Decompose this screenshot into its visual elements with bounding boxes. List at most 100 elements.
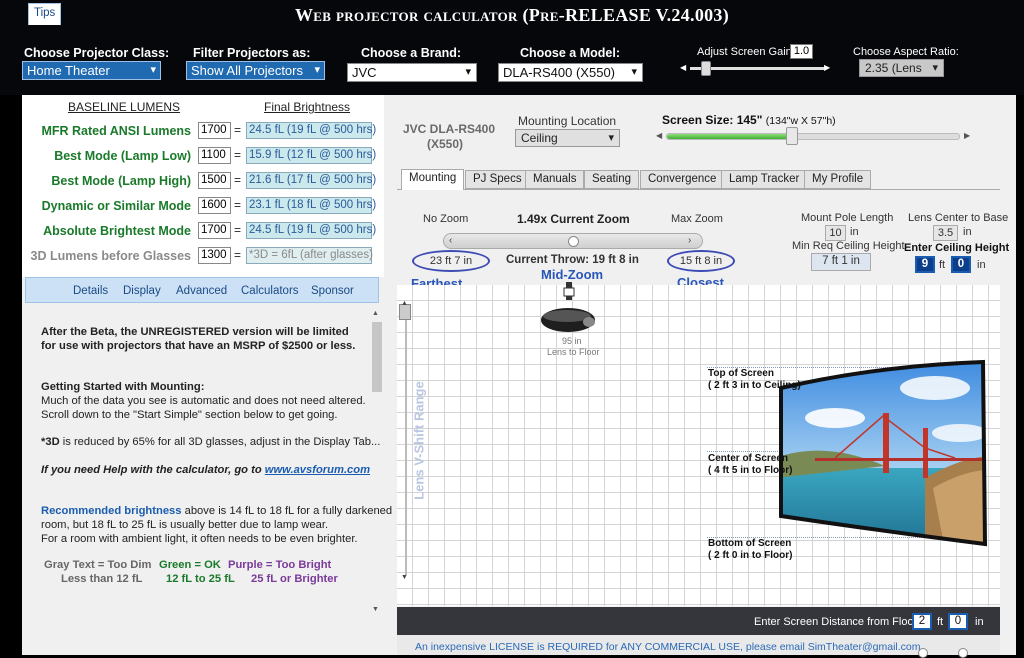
footer [397, 635, 1000, 655]
equals-sign: = [234, 198, 242, 212]
screen-size-left-arrow-icon[interactable]: ◀ [656, 131, 663, 140]
mounting-location-select[interactable]: Ceiling [515, 129, 620, 147]
lens-center-input[interactable]: 3.5 [933, 225, 958, 241]
lumens-row-label: Best Mode (Lamp Low) [54, 149, 191, 163]
screen-distance-inches-input[interactable]: 0 [948, 613, 968, 630]
vshift-up-icon[interactable]: ▲ [401, 300, 408, 307]
ceiling-feet-input[interactable]: 9 [915, 256, 935, 273]
gain-slider-thumb[interactable] [701, 61, 712, 76]
tab-advanced[interactable]: Advanced [176, 285, 228, 297]
recommended-text: above is 14 fL to 18 fL for a fully dark… [181, 505, 393, 517]
min-ceiling-value: 7 ft 1 in [811, 253, 871, 271]
left-tab-bar [25, 277, 379, 303]
closest-throw-value: 15 ft 8 in [667, 250, 735, 272]
ceiling-inches-input[interactable]: 0 [951, 256, 971, 273]
radio-1[interactable] [918, 648, 928, 658]
equals-sign: = [234, 148, 242, 162]
lumens-row: Absolute Brightest Mode 1700 = 24.5 fL (… [22, 222, 384, 242]
lumens-input[interactable]: 1700 [198, 222, 231, 239]
current-throw-label: Current Throw: 19 ft 8 in [506, 254, 639, 266]
lumens-input[interactable]: 1500 [198, 172, 231, 189]
gain-value[interactable]: 1.0 [790, 44, 813, 59]
tab-pj-specs[interactable]: PJ Specs [465, 170, 530, 189]
legend-purple: Purple = Too Bright [228, 559, 332, 571]
max-zoom-label: Max Zoom [671, 213, 723, 225]
tab-tips[interactable]: Tips [28, 3, 62, 25]
final-brightness-value: 15.9 fL (12 fL @ 500 hrs) [246, 147, 376, 164]
filter-select[interactable]: Show All Projectors [186, 61, 325, 80]
equals-sign: = [234, 248, 242, 262]
tab-convergence[interactable]: Convergence [640, 170, 725, 189]
lumens-row-label: Absolute Brightest Mode [43, 224, 191, 238]
model-label: Choose a Model: [520, 46, 621, 60]
projector-class-select[interactable]: Home Theater [22, 61, 161, 80]
final-brightness-header: Final Brightness [264, 100, 351, 114]
brand-input[interactable]: JVC [347, 63, 477, 82]
lumens-row: Best Mode (Lamp Low) 1100 = 15.9 fL (12 … [22, 147, 384, 167]
vshift-slider-thumb[interactable] [399, 304, 411, 320]
lumens-input[interactable]: 1700 [198, 122, 231, 139]
help-text: If you need Help with the calculator, go… [41, 464, 265, 476]
tips-scrollbar-thumb[interactable] [372, 322, 382, 392]
screen-distance-in-unit: in [975, 616, 984, 628]
mount-pole-unit: in [850, 226, 859, 238]
bottom-of-screen-title: Bottom of Screen [708, 538, 792, 549]
final-brightness-value: 24.5 fL (19 fL @ 500 hrs) [246, 222, 376, 239]
legend-purple-sub: 25 fL or Brighter [251, 573, 338, 585]
projector-class-label: Choose Projector Class: [24, 46, 170, 60]
tab-seating[interactable]: Seating [584, 170, 640, 189]
screen-size-right-arrow-icon[interactable]: ▶ [964, 131, 971, 140]
tab-mounting[interactable]: Mounting [401, 169, 465, 190]
3d-note-prefix: *3D [41, 436, 60, 448]
lumens-input[interactable]: 1300 [198, 247, 231, 264]
beta-notice-line-2: for use with projectors that have an MSR… [41, 340, 356, 352]
recommended-bold: Recommended brightness [41, 505, 182, 517]
3d-note-text: is reduced by 65% for all 3D glasses, ad… [59, 436, 381, 448]
lumens-input[interactable]: 1100 [198, 147, 231, 164]
lumens-row-label: 3D Lumens before Glasses [30, 249, 191, 263]
tab-my-profile[interactable]: My Profile [804, 170, 872, 189]
zoom-right-chevron-icon[interactable]: › [688, 235, 692, 246]
zoom-slider-thumb[interactable] [567, 236, 579, 247]
gain-right-arrow-icon[interactable]: ▶ [824, 63, 831, 72]
scroll-up-icon[interactable]: ▲ [372, 310, 379, 317]
gain-slider-track[interactable] [690, 67, 824, 70]
aspect-select[interactable]: 2.35 (Lens [859, 59, 944, 77]
mounting-text-2: Scroll down to the "Start Simple" sectio… [41, 409, 338, 421]
screen-distance-feet-input[interactable]: 2 [912, 613, 932, 630]
bottom-of-screen-value: ( 2 ft 0 in to Floor) [708, 550, 793, 561]
equals-sign: = [234, 173, 242, 187]
lumens-row: Dynamic or Similar Mode 1600 = 23.1 fL (… [22, 197, 384, 217]
zoom-left-chevron-icon[interactable]: ‹ [449, 235, 453, 246]
model-select[interactable]: DLA-RS400 (X550) [498, 63, 643, 82]
lumens-input[interactable]: 1600 [198, 197, 231, 214]
lumens-row: Best Mode (Lamp High) 1500 = 21.6 fL (17… [22, 172, 384, 192]
avsforum-link[interactable]: www.avsforum.com [264, 464, 371, 476]
tab-sponsor[interactable]: Sponsor [311, 285, 354, 297]
vshift-down-icon[interactable]: ▼ [401, 574, 408, 581]
tab-lamp-tracker[interactable]: Lamp Tracker [721, 170, 808, 189]
screen-size-slider-thumb[interactable] [786, 127, 799, 145]
equals-sign: = [234, 223, 242, 237]
screen-size-dims: (134"w X 57"h) [765, 115, 836, 127]
final-brightness-value: 21.6 fL (17 fL @ 500 hrs) [246, 172, 376, 189]
gain-left-arrow-icon[interactable]: ◀ [680, 63, 687, 72]
ceiling-height-label: Enter Ceiling Height [904, 242, 1010, 254]
screen-size-slider-fill [667, 134, 794, 139]
radio-2[interactable] [958, 648, 968, 658]
3d-note: *3D is reduced by 65% for all 3D glasses… [41, 435, 380, 449]
scroll-down-icon[interactable]: ▼ [372, 606, 379, 613]
filter-label: Filter Projectors as: [193, 46, 311, 60]
vshift-range-label: Lens V-Shift Range [411, 381, 427, 500]
screen-size-slider-track[interactable] [666, 133, 960, 140]
gain-label: Adjust Screen Gain: [697, 46, 795, 58]
tab-display[interactable]: Display [123, 285, 161, 297]
mount-pole-input[interactable]: 10 [825, 225, 846, 241]
recommended-line-1: Recommended brightness above is 14 fL to… [41, 504, 392, 518]
lumens-row: MFR Rated ANSI Lumens 1700 = 24.5 fL (19… [22, 122, 384, 142]
screen-image [779, 359, 988, 547]
help-line: If you need Help with the calculator, go… [41, 463, 370, 477]
tab-details[interactable]: Details [73, 285, 109, 297]
tab-manuals[interactable]: Manuals [525, 170, 585, 189]
tab-calculators[interactable]: Calculators [241, 285, 299, 297]
